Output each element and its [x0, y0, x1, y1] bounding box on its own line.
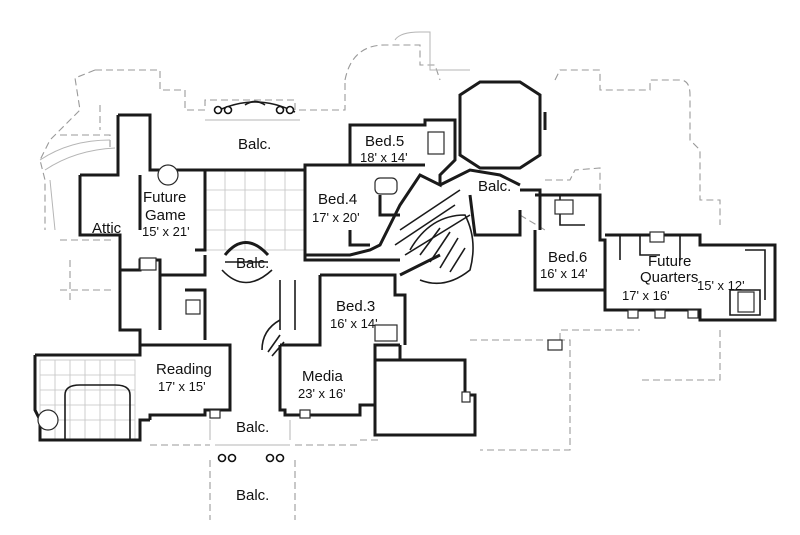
room-label-future-quarters: Future Quarters 17' x 16' 15' x 12'	[622, 253, 745, 303]
room-label-bed4: Bed.4 17' x 20'	[312, 191, 360, 225]
room-label-attic: Attic	[92, 220, 122, 237]
bed6-name: Bed.6	[548, 249, 587, 266]
room-label-reading: Reading 17' x 15'	[156, 361, 212, 394]
room-label-future-game: Future Game 15' x 21'	[142, 189, 190, 239]
fixtures	[37, 131, 755, 431]
room-label-bed5: Bed.5 18' x 14'	[360, 133, 408, 165]
balcony-octagon-label: Balc.	[478, 178, 511, 195]
room-label-bed6: Bed.6 16' x 14'	[540, 249, 588, 281]
reading-dims: 17' x 15'	[158, 379, 206, 394]
columns	[213, 105, 295, 463]
bed6-dims: 16' x 14'	[540, 266, 588, 281]
future-quarters-line1: Future	[648, 253, 691, 270]
future-quarters-dims2: 15' x 12'	[697, 278, 745, 293]
bed3-dims: 16' x 14'	[330, 316, 378, 331]
ceiling-grid	[204, 169, 306, 251]
room-label-bed3: Bed.3 16' x 14'	[330, 298, 378, 331]
bed5-name: Bed.5	[365, 133, 404, 150]
exterior-walls	[33, 80, 777, 442]
balcony-top-label: Balc.	[238, 136, 271, 153]
future-game-dims: 15' x 21'	[142, 224, 190, 239]
future-game-line2: Game	[145, 207, 186, 224]
media-dims: 23' x 16'	[298, 386, 346, 401]
balcony-bottom-label: Balc.	[236, 487, 269, 504]
railing-lines	[39, 31, 470, 446]
dashed-roof-outline	[39, 44, 721, 520]
media-name: Media	[302, 368, 344, 385]
balcony-center-label: Balc.	[236, 255, 269, 272]
balcony-front-label: Balc.	[236, 419, 269, 436]
bed5-dims: 18' x 14'	[360, 150, 408, 165]
future-quarters-dims1: 17' x 16'	[622, 288, 670, 303]
reading-name: Reading	[156, 361, 212, 378]
attic-name: Attic	[92, 220, 122, 237]
room-label-media: Media 23' x 16'	[298, 368, 346, 401]
bed4-dims: 17' x 20'	[312, 210, 360, 225]
future-game-line1: Future	[143, 189, 186, 206]
center-balcony-arc	[221, 241, 296, 357]
bed3-name: Bed.3	[336, 298, 375, 315]
bed4-name: Bed.4	[318, 191, 357, 208]
future-quarters-line2: Quarters	[640, 269, 698, 286]
